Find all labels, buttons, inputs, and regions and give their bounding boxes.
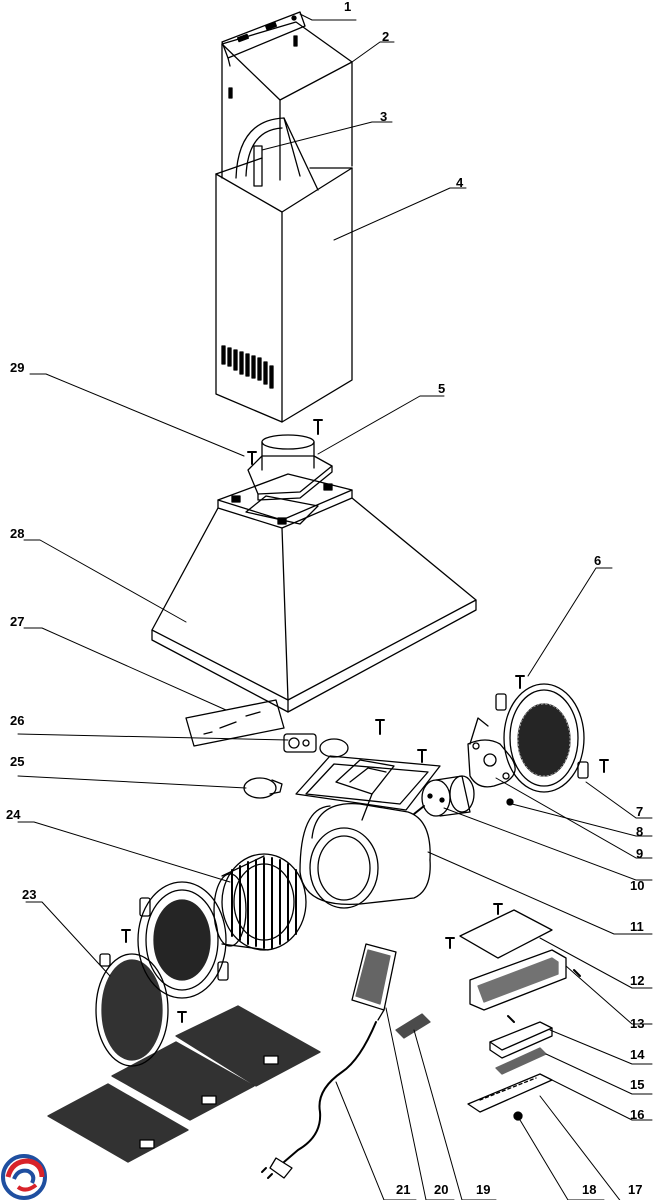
callout-3: 3: [380, 109, 388, 124]
part-24-fan-wheel: [213, 853, 307, 951]
callout-6: 6: [594, 553, 602, 568]
callout-23: 23: [22, 887, 37, 902]
flat-filters: [47, 1005, 321, 1163]
part-15-switch-strip: [495, 1047, 547, 1075]
part-5-outlet-flange: [247, 419, 333, 501]
callout-10: 10: [630, 878, 645, 893]
callout-19: 19: [476, 1182, 491, 1197]
callout-9: 9: [636, 846, 644, 861]
part-9-motor-plate: [467, 717, 516, 788]
brand-logo-icon: [1, 1154, 47, 1200]
left-inlet-ring: [121, 881, 229, 1023]
callout-1: 1: [344, 0, 352, 14]
part-1-top-bracket: [221, 11, 306, 67]
part-8-nut: [506, 798, 514, 806]
callout-18: 18: [582, 1182, 597, 1197]
part-27-front-strip: [185, 699, 285, 747]
callout-29: 29: [10, 360, 25, 375]
part-7-grille-right: [517, 703, 571, 777]
part-10-motor: [413, 775, 475, 817]
callout-27: 27: [10, 614, 25, 629]
part-14-switch-frame: [489, 1021, 553, 1059]
callout-20: 20: [434, 1182, 449, 1197]
callout-16: 16: [630, 1107, 645, 1122]
part-23-grease-filter-round: [95, 953, 169, 1067]
callout-13: 13: [630, 1016, 645, 1031]
callout-15: 15: [630, 1077, 645, 1092]
callout-2: 2: [382, 29, 390, 44]
part-13-control-panel: [469, 949, 581, 1023]
leader-lines: [17, 13, 653, 1200]
part-20-switch-box: [351, 943, 397, 1021]
part-16-button-bar: [467, 1073, 553, 1113]
callout-11: 11: [630, 919, 644, 934]
callout-17: 17: [628, 1182, 643, 1197]
part-18-knob: [513, 1111, 523, 1121]
callout-12: 12: [630, 973, 645, 988]
callout-8: 8: [636, 824, 644, 839]
part-26-lamp-holder: [283, 733, 317, 753]
part-2-upper-chimney: [221, 21, 353, 181]
callout-24: 24: [6, 807, 21, 822]
callout-5: 5: [438, 381, 446, 396]
part-12-control-cover: [445, 903, 553, 959]
callout-14: 14: [630, 1047, 645, 1062]
part-3-inner-bracket: [235, 117, 319, 191]
callout-21: 21: [396, 1182, 411, 1197]
part-19-connector: [395, 1013, 431, 1039]
callout-28: 28: [10, 526, 25, 541]
part-4-lower-chimney: [215, 157, 353, 423]
part-11-blower-housing: [295, 719, 441, 909]
part-6-inlet-ring-right: [495, 675, 609, 793]
part-28-hood-canopy: [151, 473, 477, 713]
callout-7: 7: [636, 804, 644, 819]
callout-4: 4: [456, 175, 464, 190]
callout-25: 25: [10, 754, 25, 769]
callout-26: 26: [10, 713, 25, 728]
part-21-power-cord: [261, 1021, 377, 1179]
